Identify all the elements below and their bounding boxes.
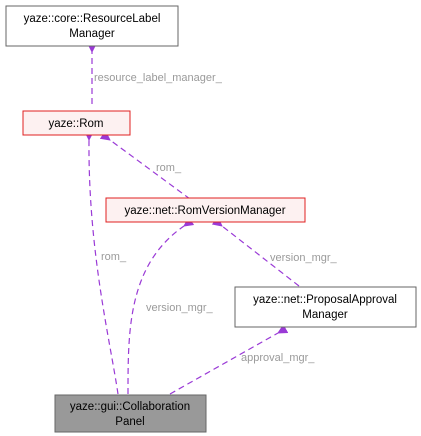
node-label-line: Panel (115, 416, 144, 428)
edge-proposal-approval-manager-to-collaboration-panel: approval_mgr_ (169, 324, 315, 395)
edge-rom-version-manager-to-collaboration-panel: version_mgr_ (127, 216, 214, 395)
edge-resource-label-manager: resource_label_manager_ (87, 43, 223, 104)
edge-rom-to-rom-version-manager: rom_ (99, 130, 191, 200)
node-label-line: yaze::net::RomVersionManager (124, 205, 285, 217)
edge-label-resource-label-manager: resource_label_manager_ (94, 72, 223, 84)
node-label-line: yaze::gui::Collaboration (70, 401, 190, 413)
edge-label-pam-cp: approval_mgr_ (241, 352, 315, 364)
edge-label-rom-cp: rom_ (101, 251, 127, 263)
node-resource-label-manager[interactable]: yaze::core::ResourceLabel Manager (5, 5, 179, 47)
node-rom[interactable]: yaze::Rom (22, 110, 131, 136)
edge-label-vm-cp: version_mgr_ (146, 302, 214, 314)
edge-line (169, 324, 289, 395)
node-label-line: Manager (302, 309, 348, 321)
edge-label-rom-vm: rom_ (156, 162, 182, 174)
edge-line (211, 216, 300, 287)
node-collaboration-panel[interactable]: yaze::gui::Collaboration Panel (54, 394, 207, 433)
node-label-line: yaze::Rom (49, 118, 104, 130)
edge-line (99, 130, 191, 200)
node-label-line: yaze::net::ProposalApproval (253, 294, 397, 306)
edge-rom-version-manager-to-proposal-approval-manager: version_mgr_ (211, 216, 338, 287)
node-label-line: Manager (69, 28, 115, 40)
edge-rom-to-collaboration-panel: rom_ (84, 130, 127, 395)
node-proposal-approval-manager[interactable]: yaze::net::ProposalApproval Manager (234, 286, 417, 328)
edge-label-vm-pam: version_mgr_ (270, 252, 338, 264)
edge-line (84, 130, 119, 395)
node-label-line: yaze::core::ResourceLabel (24, 13, 161, 25)
edge-line (127, 216, 195, 395)
node-rom-version-manager[interactable]: yaze::net::RomVersionManager (105, 197, 306, 223)
